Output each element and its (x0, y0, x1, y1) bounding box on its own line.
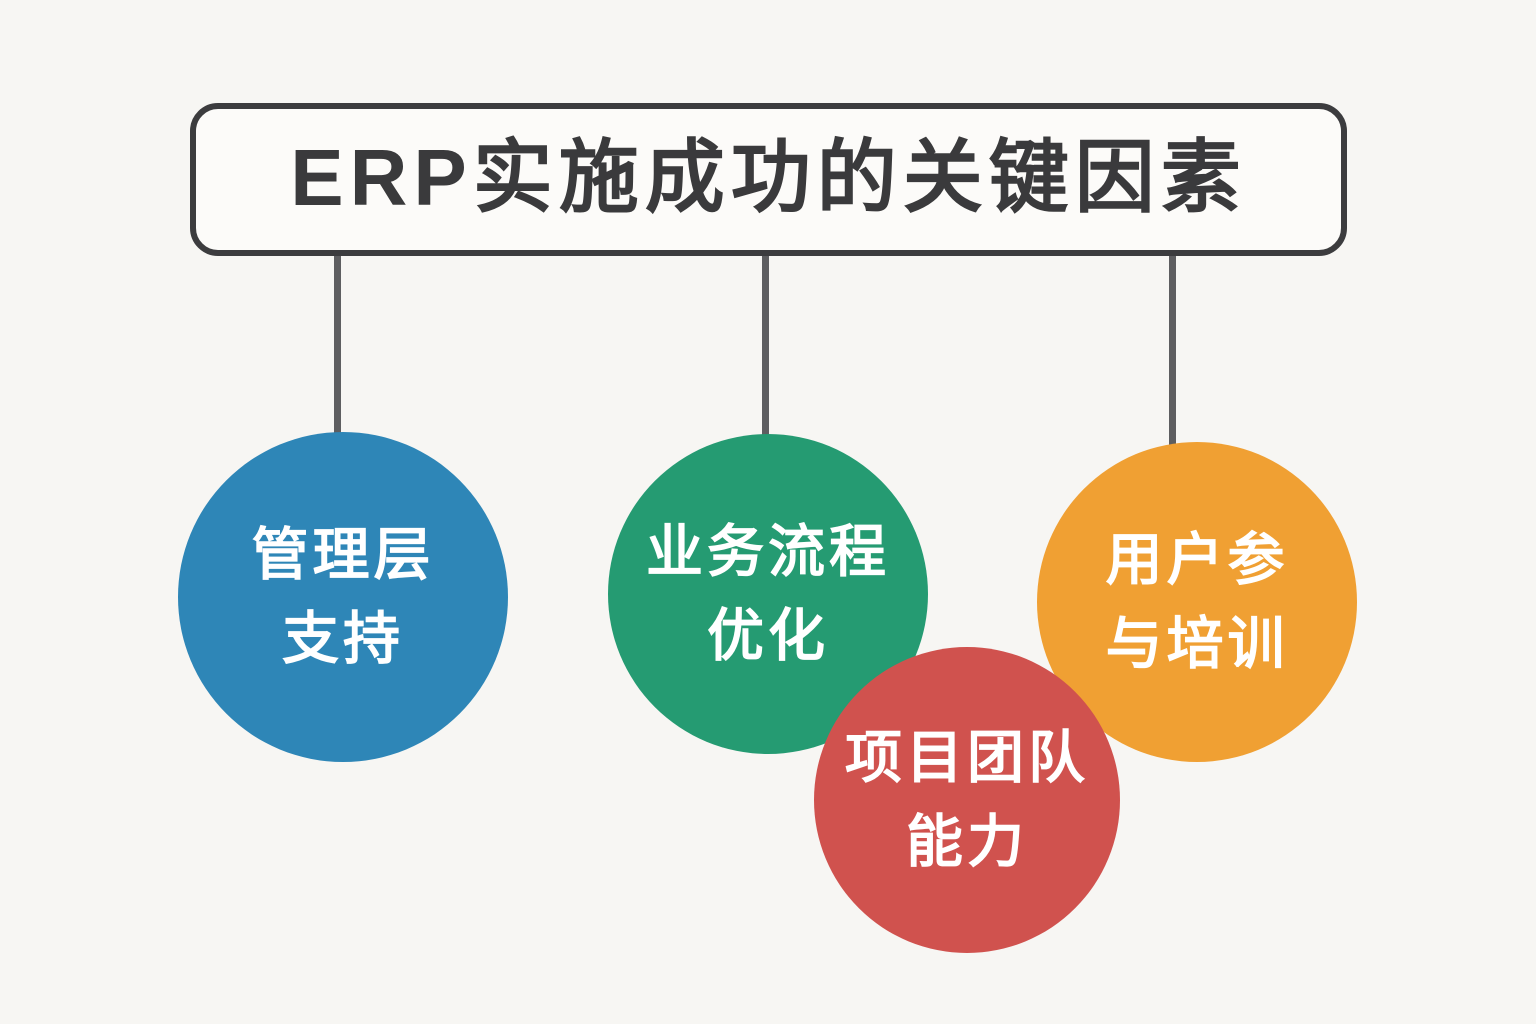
circle-management-support-label-line2: 支持 (282, 607, 404, 671)
circle-project-team-label-line2: 能力 (906, 810, 1028, 874)
circle-project-team-capability: 项目团队 能力 (814, 647, 1120, 953)
diagram-title-box: ERP实施成功的关键因素 (190, 103, 1347, 256)
diagram-title: ERP实施成功的关键因素 (290, 132, 1247, 222)
connector-line-process (762, 254, 769, 438)
circle-user-training-label-line2: 与培训 (1105, 612, 1289, 676)
circle-business-process-label-line1: 业务流程 (646, 519, 890, 584)
circle-project-team-label-line1: 项目团队 (845, 725, 1089, 790)
circle-business-process-label-line2: 优化 (707, 604, 829, 668)
connector-line-training (1169, 254, 1176, 446)
circle-user-training-label-line1: 用户参 (1105, 527, 1289, 592)
circle-management-support: 管理层 支持 (178, 432, 508, 762)
circle-management-support-label-line1: 管理层 (251, 522, 435, 587)
circle-business-process-optimization: 业务流程 优化 (608, 434, 928, 754)
connector-line-management (334, 254, 341, 436)
